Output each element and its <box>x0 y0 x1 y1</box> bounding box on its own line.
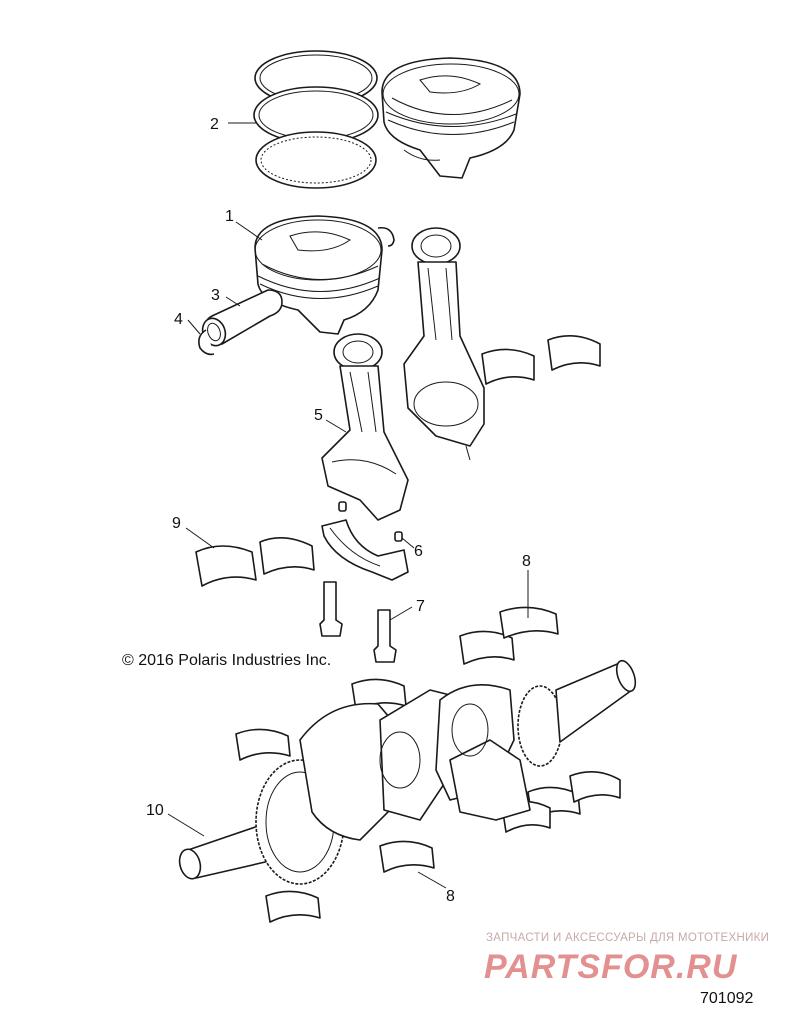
connecting-rod-icon <box>321 519 409 581</box>
crankshaft-icon <box>178 659 637 885</box>
rod-bolt-icon <box>319 581 397 663</box>
dowel-pin-icon <box>338 501 403 542</box>
callouts: 2 1 3 4 5 9 6 8 7 10 8 <box>146 116 531 905</box>
piston-icon <box>254 215 383 335</box>
piston-icon <box>381 57 521 179</box>
connecting-rod-icon <box>321 227 485 521</box>
callout-5[interactable]: 5 <box>314 407 323 424</box>
callout-1[interactable]: 1 <box>225 208 234 225</box>
callout-8-lower[interactable]: 8 <box>446 888 455 905</box>
pin-retainer-clip-icon <box>198 329 215 356</box>
piston-pin-icon <box>201 289 283 347</box>
copyright-notice: © 2016 Polaris Industries Inc. <box>122 652 332 669</box>
drawing-number: 701092 <box>700 990 754 1007</box>
callout-7[interactable]: 7 <box>416 598 425 615</box>
callout-9[interactable]: 9 <box>172 515 181 532</box>
callout-10[interactable]: 10 <box>146 802 164 819</box>
leader-lines <box>167 122 529 889</box>
svg-text:PARTSFOR.RU: PARTSFOR.RU <box>484 948 738 986</box>
callout-3[interactable]: 3 <box>211 287 220 304</box>
watermark-logo: PARTSFOR.RU <box>484 948 738 986</box>
callout-4[interactable]: 4 <box>174 311 183 328</box>
callout-8-upper[interactable]: 8 <box>522 553 531 570</box>
main-bearing-icon <box>235 606 621 923</box>
rod-bearing-icon <box>195 335 601 587</box>
callout-2[interactable]: 2 <box>210 116 219 133</box>
pin-retainer-clip-icon <box>377 226 395 247</box>
watermark-tagline: ЗАПЧАСТИ И АКСЕССУАРЫ ДЛЯ МОТОТЕХНИКИ <box>486 932 770 944</box>
piston-ring-set-icon <box>253 50 379 189</box>
callout-6[interactable]: 6 <box>414 543 423 560</box>
